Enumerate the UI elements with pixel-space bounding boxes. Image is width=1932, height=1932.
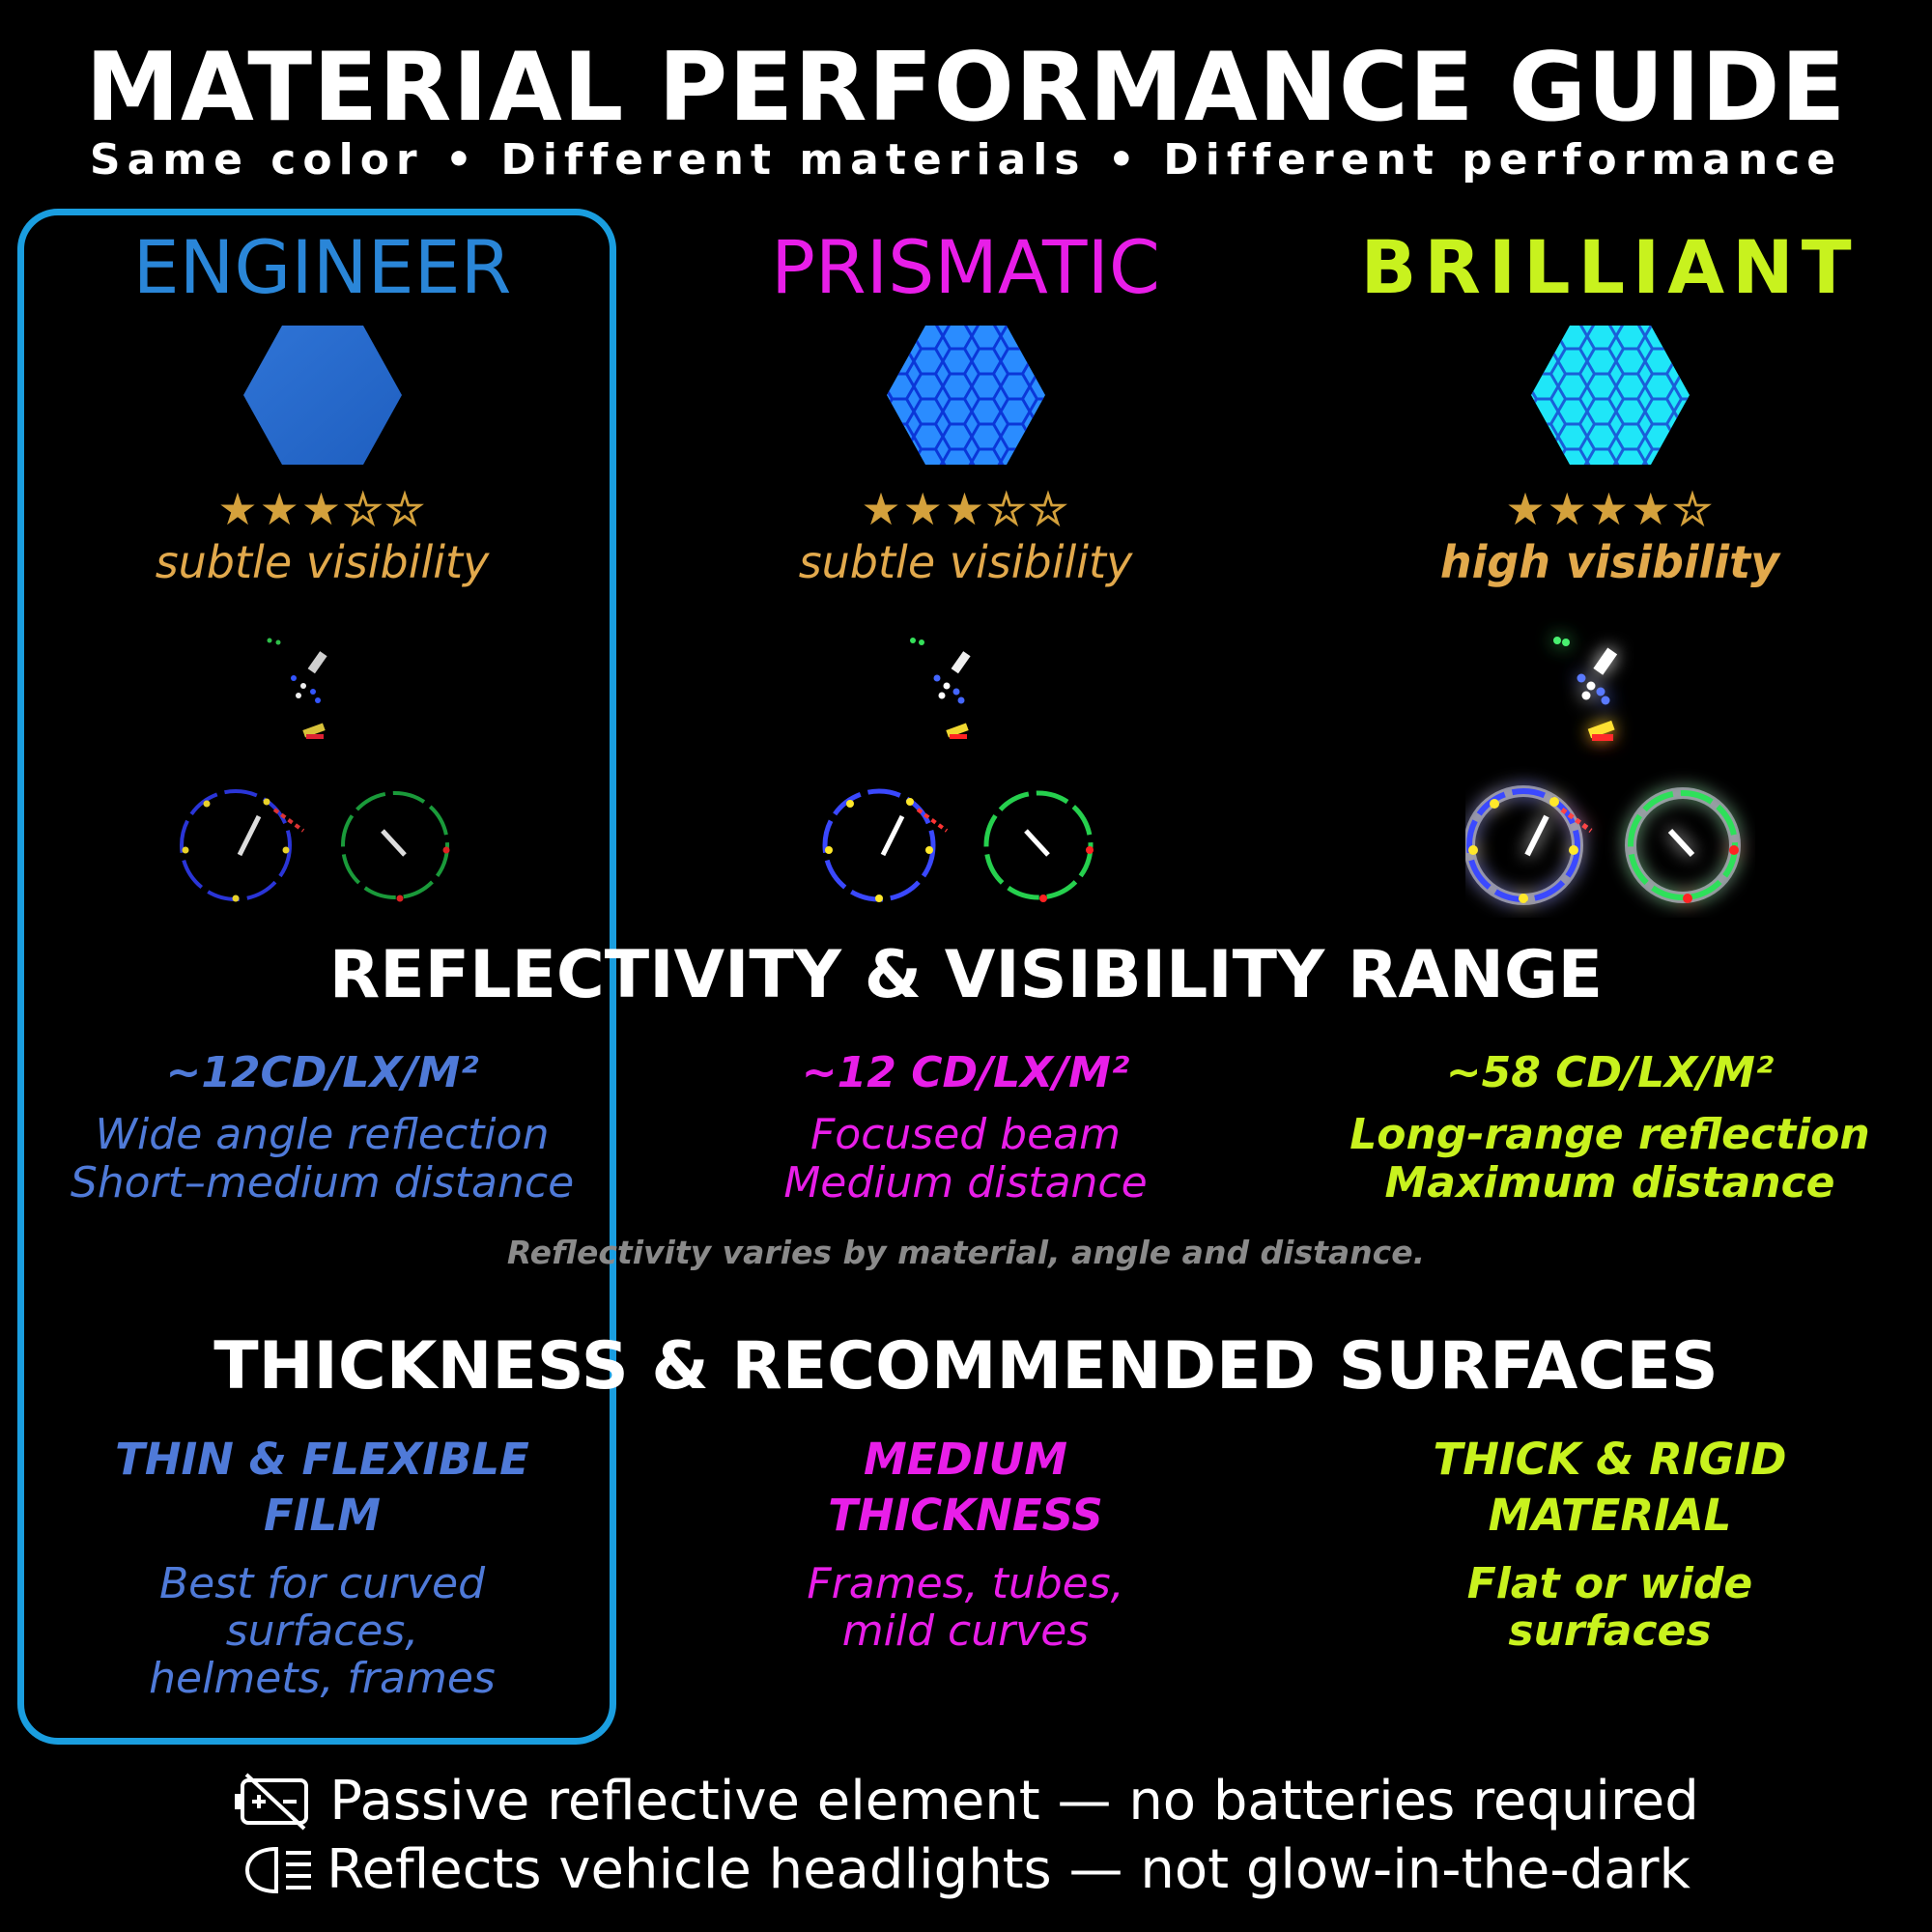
section-heading-reflectivity: REFLECTIVITY & VISIBILITY RANGE	[328, 937, 1604, 1013]
reflect-line: Maximum distance	[1384, 1158, 1835, 1208]
visibility-engineer: subtle visibility	[155, 536, 490, 588]
cyclist-prismatic	[643, 609, 1288, 918]
reflectivity-value-engineer: ~12CD/LX/M²	[165, 1048, 479, 1097]
star-filled-icon: ★★★	[861, 483, 987, 535]
surfaces-engineer: Best for curved surfaces, helmets, frame…	[0, 1560, 644, 1702]
rating-brilliant: ★★★★☆	[1288, 482, 1932, 536]
visibility-brilliant: high visibility	[1439, 536, 1780, 588]
hexagon-swatch-engineer-icon	[242, 326, 402, 465]
reflectivity-desc-prismatic: Focused beam Medium distance	[643, 1111, 1288, 1208]
hexagon-swatch-prismatic-icon	[886, 326, 1045, 465]
reflect-line: Focused beam	[810, 1110, 1122, 1159]
footer-line-battery: Passive reflective element — no batterie…	[0, 1770, 1932, 1833]
section-heading-thickness: THICKNESS & RECOMMENDED SURFACES	[213, 1328, 1719, 1405]
reflect-line: Medium distance	[783, 1158, 1148, 1208]
footer-text-headlight: Reflects vehicle headlights — not glow-i…	[327, 1838, 1690, 1901]
reflectivity-value-brilliant: ~58 CD/LX/M²	[1445, 1048, 1775, 1097]
reflectivity-desc-brilliant: Long-range reflection Maximum distance	[1288, 1111, 1932, 1208]
swatch-prismatic	[643, 324, 1288, 469]
thickness-line: THICK & RIGID	[1433, 1434, 1787, 1485]
surface-line: Frames, tubes,	[807, 1559, 1124, 1608]
star-filled-icon: ★★★★	[1505, 483, 1673, 535]
cyclist-engineer	[0, 609, 644, 918]
reflectivity-value-prismatic: ~12 CD/LX/M²	[801, 1048, 1130, 1097]
thickness-line: MEDIUM	[864, 1434, 1067, 1485]
thickness-line: THIN & FLEXIBLE	[115, 1434, 529, 1485]
visibility-prismatic: subtle visibility	[798, 536, 1133, 588]
headlight-icon	[245, 1846, 312, 1893]
rating-engineer: ★★★☆☆	[0, 482, 644, 536]
surface-line: Best for curved	[158, 1559, 486, 1608]
page-subtitle: Same color • Different materials • Diffe…	[89, 135, 1843, 185]
surfaces-brilliant: Flat or wide surfaces	[1288, 1560, 1932, 1655]
night-cyclist-medium-icon	[822, 638, 1094, 902]
night-cyclist-dim-icon	[179, 638, 449, 902]
surface-line: helmets, frames	[149, 1654, 496, 1703]
star-empty-icon: ☆	[1672, 482, 1715, 536]
surfaces-prismatic: Frames, tubes, mild curves	[643, 1560, 1288, 1655]
reflectivity-desc-engineer: Wide angle reflection Short–medium dista…	[0, 1111, 644, 1208]
material-name-engineer: ENGINEER	[132, 224, 512, 310]
night-cyclist-bright-icon	[1464, 637, 1741, 905]
thickness-line: FILM	[264, 1490, 381, 1541]
reflect-line: Short–medium distance	[70, 1158, 575, 1208]
surface-line: Flat or wide	[1466, 1559, 1753, 1608]
reflect-line: Wide angle reflection	[95, 1110, 550, 1159]
surface-line: surfaces	[1508, 1606, 1712, 1656]
material-name-brilliant: BRILLIANT	[1360, 224, 1860, 310]
no-battery-icon	[235, 1773, 309, 1830]
engineer-highlight-frame	[17, 209, 616, 1745]
thickness-line: THICKNESS	[828, 1490, 1103, 1541]
rating-prismatic: ★★★☆☆	[643, 482, 1288, 536]
thickness-engineer: THIN & FLEXIBLE FILM	[0, 1432, 644, 1544]
thickness-prismatic: MEDIUM THICKNESS	[643, 1432, 1288, 1544]
cyclist-brilliant	[1288, 609, 1932, 918]
swatch-engineer	[0, 324, 644, 469]
reflect-line: Long-range reflection	[1350, 1110, 1870, 1159]
star-empty-icon: ☆☆	[342, 482, 427, 536]
star-filled-icon: ★★★	[217, 483, 344, 535]
thickness-line: MATERIAL	[1488, 1490, 1732, 1541]
thickness-brilliant: THICK & RIGID MATERIAL	[1288, 1432, 1932, 1544]
footer-text-battery: Passive reflective element — no batterie…	[329, 1770, 1699, 1833]
swatch-brilliant	[1288, 324, 1932, 469]
surface-line: mild curves	[841, 1606, 1090, 1656]
hexagon-swatch-brilliant-icon	[1530, 326, 1690, 465]
footer-line-headlight: Reflects vehicle headlights — not glow-i…	[0, 1838, 1932, 1901]
star-empty-icon: ☆☆	[985, 482, 1070, 536]
page-title: MATERIAL PERFORMANCE GUIDE	[85, 33, 1847, 143]
reflectivity-note: Reflectivity varies by material, angle a…	[506, 1234, 1426, 1271]
surface-line: surfaces,	[225, 1606, 419, 1656]
material-name-prismatic: PRISMATIC	[771, 224, 1160, 310]
